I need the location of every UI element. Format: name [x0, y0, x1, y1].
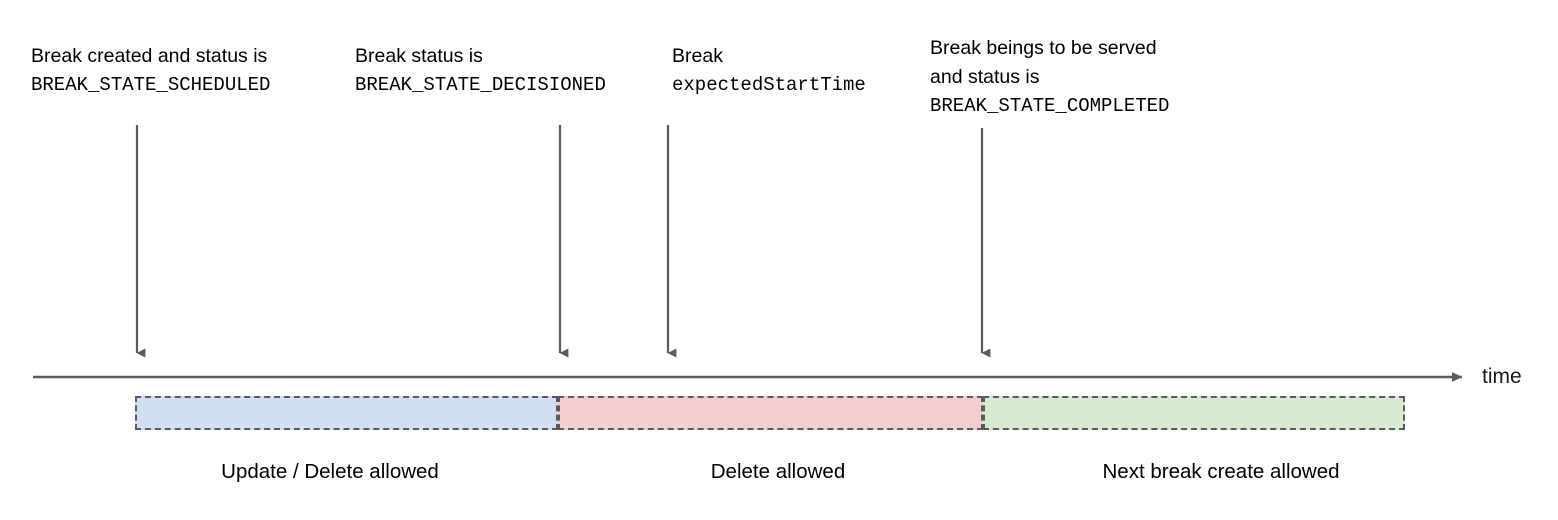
event-label-line-3: BREAK_STATE_COMPLETED — [930, 95, 1170, 117]
event-label-break-decisioned: Break status is BREAK_STATE_DECISIONED — [355, 42, 606, 100]
event-label-line-1: Break status is — [355, 45, 483, 67]
event-label-line-2: BREAK_STATE_SCHEDULED — [31, 74, 271, 96]
event-label-break-created: Break created and status is BREAK_STATE_… — [31, 42, 270, 100]
event-label-line-1: Break — [672, 45, 723, 67]
event-label-line-2: and status is — [930, 66, 1040, 88]
event-label-break-served: Break beings to be served and status is … — [930, 34, 1169, 121]
time-axis-label: time — [1482, 365, 1522, 388]
timeline-segment-delete-allowed — [558, 396, 983, 430]
segment-caption-next-break-create-allowed: Next break create allowed — [1102, 460, 1340, 483]
segment-caption-update-delete-allowed: Update / Delete allowed — [221, 460, 439, 483]
event-label-line-1: Break created and status is — [31, 45, 268, 67]
segment-caption-delete-allowed: Delete allowed — [710, 460, 846, 483]
timeline-segment-next-break-create-allowed — [983, 396, 1405, 430]
event-label-line-2: BREAK_STATE_DECISIONED — [355, 74, 606, 96]
timeline-segment-update-delete-allowed — [135, 396, 558, 430]
event-label-line-2: expectedStartTime — [672, 74, 866, 96]
event-label-expected-start-time: Break expectedStartTime — [672, 42, 866, 100]
event-label-line-1: Break beings to be served — [930, 37, 1157, 59]
